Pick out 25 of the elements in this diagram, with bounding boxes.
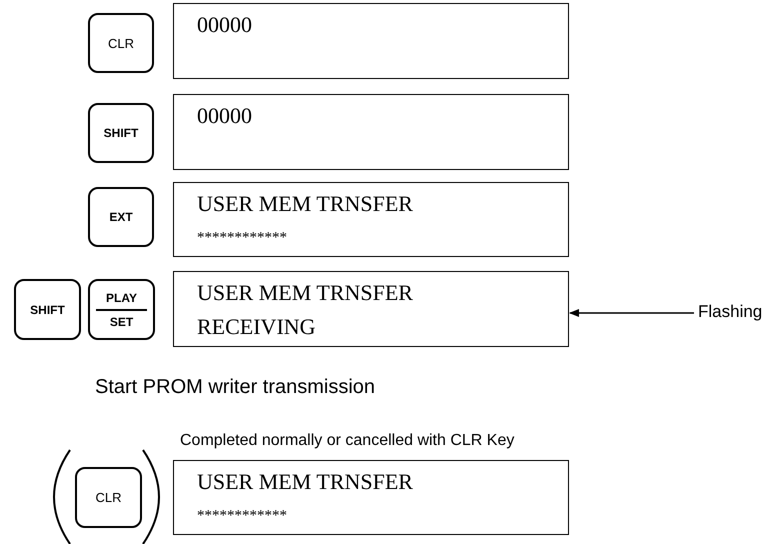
key-button: CLR <box>75 467 142 528</box>
key-button <box>88 279 155 340</box>
key-button: SHIFT <box>14 279 81 340</box>
key-label: SET <box>110 314 134 328</box>
key-button: EXT <box>88 187 154 247</box>
display-text: 00000 <box>197 102 252 130</box>
display-screen <box>173 3 569 79</box>
display-text: USER MEM TRNSFER <box>197 190 413 218</box>
key-button: CLR <box>88 13 154 73</box>
note-text: Flashing <box>698 302 762 322</box>
display-text: ************ <box>197 229 287 248</box>
key-button: SHIFT <box>88 103 154 163</box>
display-screen <box>173 182 569 257</box>
key-label: PLAY <box>106 290 137 304</box>
display-text: ************ <box>197 507 287 526</box>
display-text: USER MEM TRNSFER <box>197 468 413 496</box>
display-text: USER MEM TRNSFER <box>197 279 413 307</box>
caption-text: Completed normally or cancelled with CLR Key <box>180 432 514 450</box>
display-screen <box>173 271 569 347</box>
arrow <box>569 309 694 317</box>
display-text: RECEIVING <box>197 313 316 341</box>
display-text: 00000 <box>197 11 252 39</box>
display-screen <box>173 94 569 170</box>
display-screen <box>173 460 569 535</box>
caption-text: Start PROM writer transmission <box>95 376 376 399</box>
